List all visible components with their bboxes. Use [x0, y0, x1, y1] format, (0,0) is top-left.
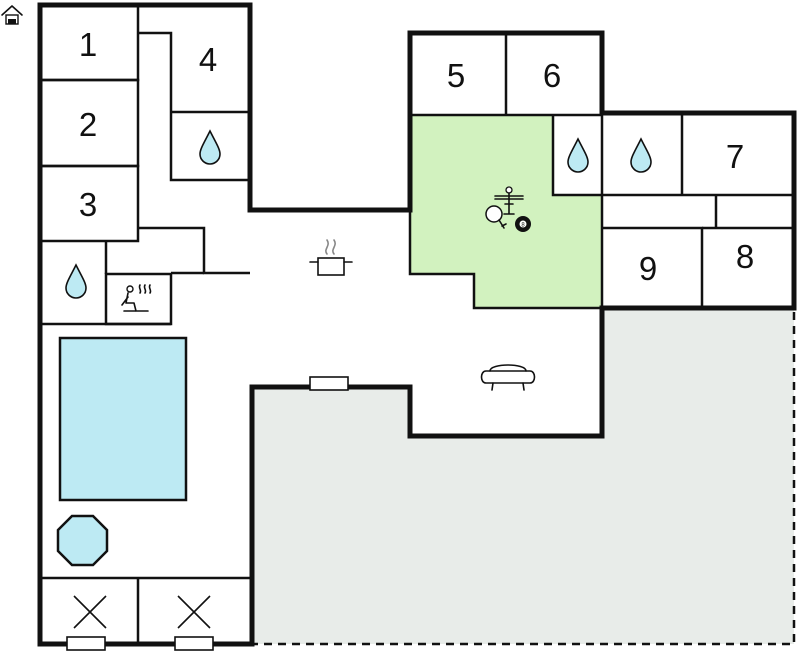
room-4-wall — [138, 31, 250, 182]
outer-wall-main — [37, 2, 797, 647]
house-entrance-icon — [1, 5, 23, 25]
room-label-1: 1 — [79, 26, 97, 63]
room-label-5: 5 — [447, 57, 465, 94]
water-drop-icon — [567, 137, 589, 173]
swimming-pool — [58, 336, 188, 502]
water-drop-icon — [65, 263, 87, 299]
room-label-2: 2 — [79, 106, 97, 143]
cooking-pot-icon — [309, 239, 353, 276]
recreation-room-wall — [408, 210, 602, 310]
water-drops — [65, 129, 652, 299]
recreation-room — [410, 115, 602, 308]
room-3-outline — [38, 164, 140, 243]
sauna-outline — [104, 272, 173, 326]
room-label-4: 4 — [199, 41, 217, 78]
recreation-bath-wall — [551, 115, 602, 197]
room-label-8: 8 — [736, 238, 754, 275]
room-label-3: 3 — [79, 186, 97, 223]
window-storage-2 — [174, 636, 214, 651]
hot-tub — [56, 514, 109, 567]
water-drop-icon — [199, 129, 221, 165]
storage-cross-1 — [73, 595, 107, 629]
corridor-wall — [138, 226, 250, 275]
sofa-icon — [480, 364, 536, 391]
storage-crosses — [73, 595, 211, 629]
water-drop-icon — [630, 137, 652, 173]
recreation-icon: 8 — [485, 186, 531, 232]
room-label-6: 6 — [543, 57, 561, 94]
window-storage-1 — [66, 636, 106, 651]
windows — [66, 376, 349, 651]
terrace-dashed-edge — [252, 306, 796, 646]
terrace-area — [252, 308, 794, 644]
exterior-walls — [37, 2, 797, 647]
window-south — [309, 376, 349, 391]
svg-text:8: 8 — [521, 223, 525, 229]
room-label-9: 9 — [639, 250, 657, 287]
terrace — [252, 306, 796, 646]
room-labels: 1 2 3 4 5 6 7 8 9 — [79, 26, 754, 287]
room-label-7: 7 — [726, 138, 744, 175]
sauna-icon — [121, 284, 152, 312]
storage-cross-2 — [177, 595, 211, 629]
interior-partitions — [38, 3, 794, 644]
